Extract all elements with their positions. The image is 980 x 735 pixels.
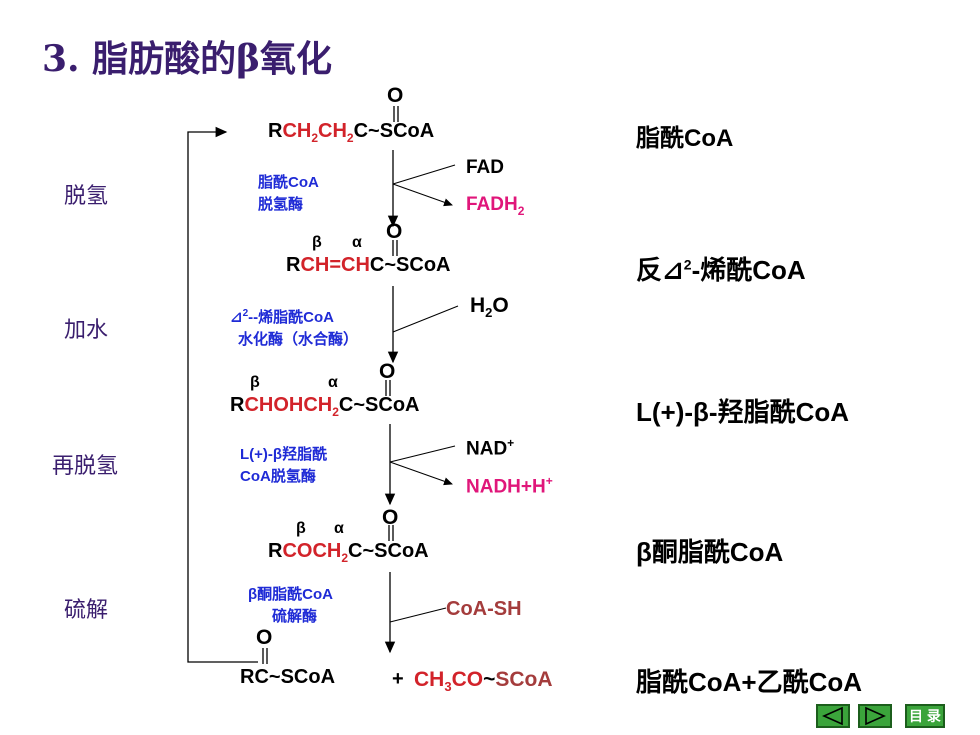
name-enoyl-coa: 反⊿2-烯酰CoA xyxy=(636,255,806,285)
next-slide-button[interactable] xyxy=(858,704,892,728)
carbonyl-oxygen-1: O xyxy=(387,84,404,107)
compound-hydroxyacyl-coa: RCHOHCH2C~SCoA xyxy=(230,394,420,419)
compound-enoyl-coa: RCH=CHC~SCoA xyxy=(286,254,451,276)
alpha-label-2: α xyxy=(352,234,362,251)
name-acyl-coa: 脂酰CoA xyxy=(636,125,734,152)
alpha-label-4: α xyxy=(334,520,344,537)
product-plus: + xyxy=(392,668,404,690)
table-of-contents-button[interactable]: 目 录 xyxy=(905,704,945,728)
beta-label-4: β xyxy=(296,520,306,537)
page-title: 3. 脂肪酸的β氧化 xyxy=(42,38,333,80)
prev-slide-button[interactable] xyxy=(816,704,850,728)
step-label-thiolysis: 硫解 xyxy=(64,598,109,623)
step-label-hydration: 加水 xyxy=(64,318,109,343)
carbonyl-oxygen-5: O xyxy=(256,626,273,649)
product-acyl-coa: RC~SCoA xyxy=(240,666,336,688)
step-label-re-dehydrogenation: 再脱氢 xyxy=(52,454,119,479)
name-ketoacyl-coa: β酮脂酰CoA xyxy=(636,537,784,567)
carbonyl-oxygen-2: O xyxy=(386,220,403,243)
beta-label-3: β xyxy=(250,374,260,391)
cofactor-coash: CoA-SH xyxy=(446,598,522,620)
compound-acyl-coa: RCH2CH2C~SCoA xyxy=(268,120,435,145)
step-label-dehydrogenation: 脱氢 xyxy=(64,184,109,209)
alpha-label-3: α xyxy=(328,374,338,391)
compound-ketoacyl-coa: RCOCH2C~SCoA xyxy=(268,540,429,565)
cofactor-fad: FAD xyxy=(466,157,504,178)
triangle-right-icon xyxy=(865,706,886,726)
carbonyl-oxygen-3: O xyxy=(379,360,396,383)
product-acetyl-coa: CH3CO~SCoA xyxy=(414,668,553,695)
cofactor-water: H2O xyxy=(470,294,509,321)
cofactor-nad: NAD+ xyxy=(466,436,515,460)
cofactor-nadh: NADH+H+ xyxy=(466,474,553,498)
triangle-left-icon xyxy=(822,706,843,726)
name-products: 脂酰CoA+乙酰CoA xyxy=(636,667,863,697)
carbonyl-oxygen-4: O xyxy=(382,506,399,529)
cofactor-fadh2: FADH2 xyxy=(466,194,525,218)
beta-label-2: β xyxy=(312,234,322,251)
name-hydroxyacyl-coa: L(+)-β-羟脂酰CoA xyxy=(636,397,850,427)
